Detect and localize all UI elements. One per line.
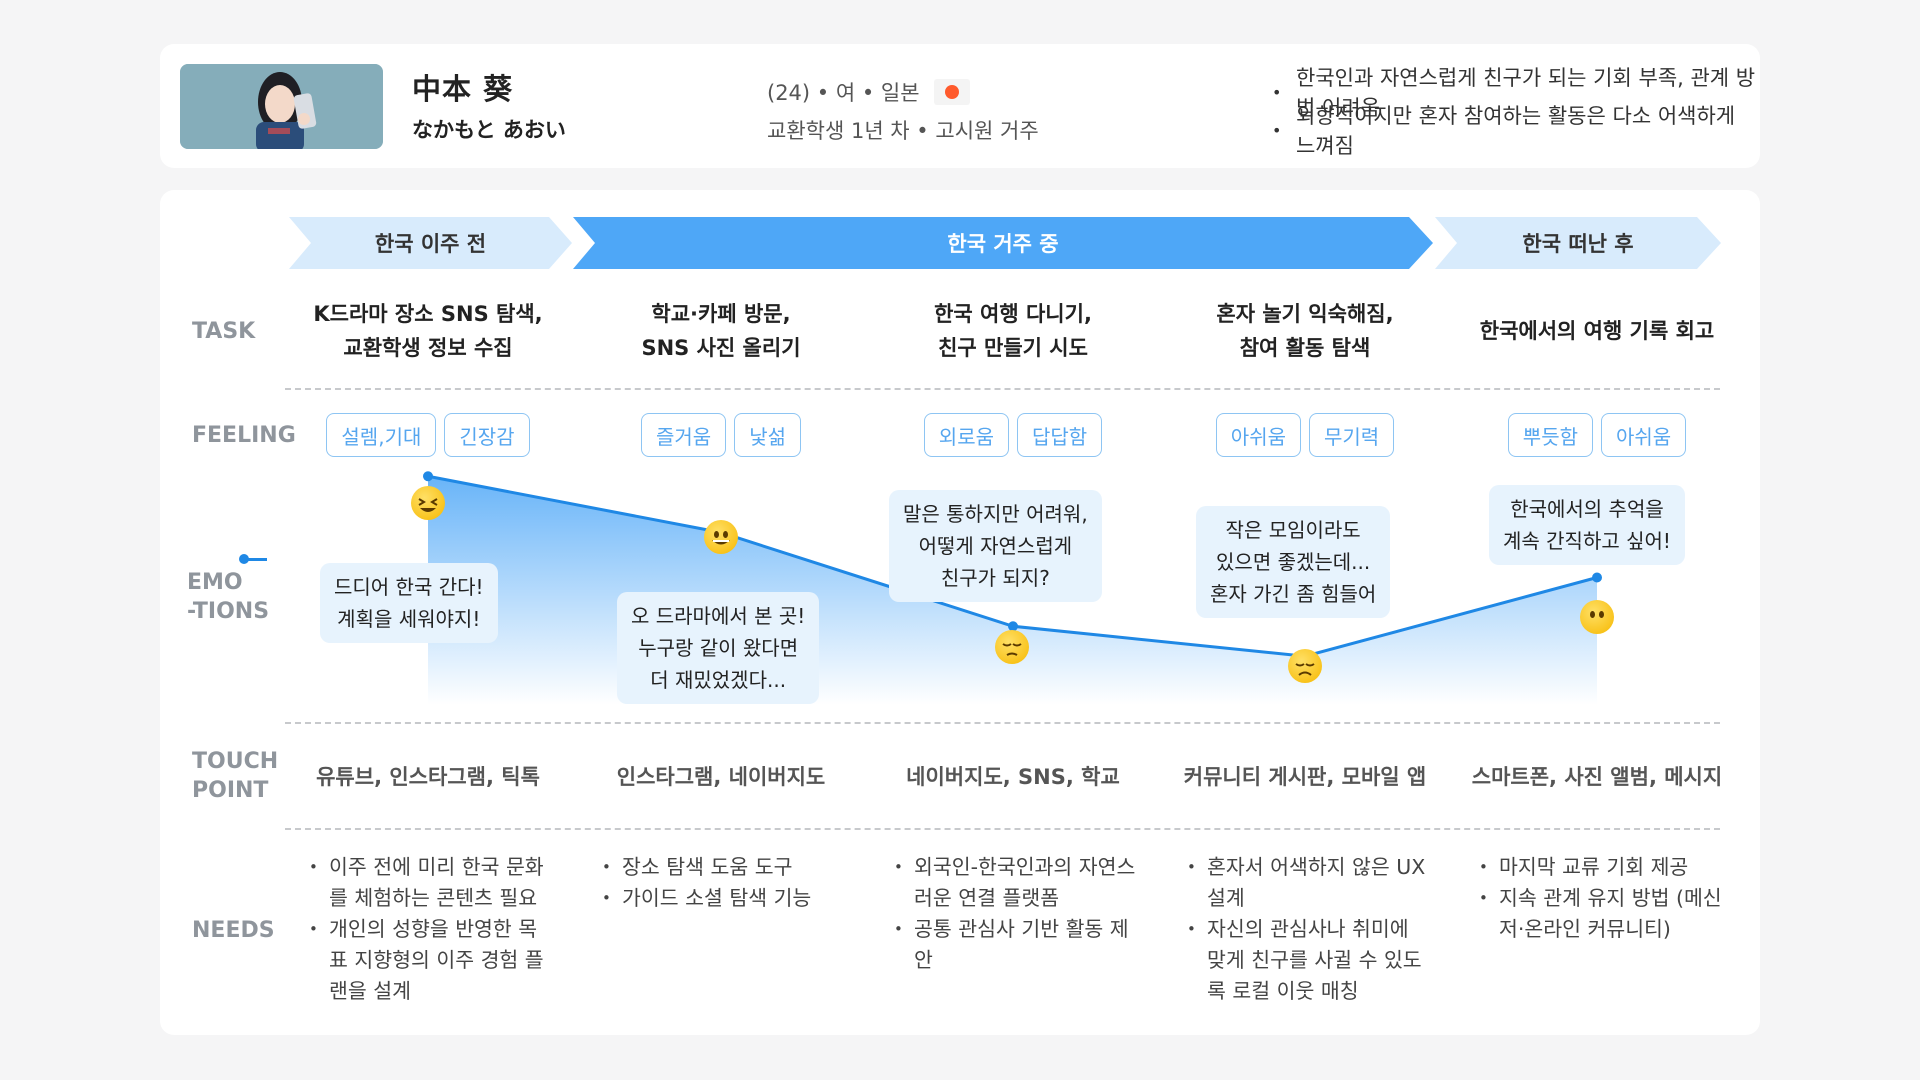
needs-list: 혼자서 어색하지 않은 UX 설계 자신의 관심사나 취미에 맞게 친구를 사귈…	[1185, 852, 1430, 1007]
needs-item: 공통 관심사 기반 활동 제안	[892, 914, 1137, 976]
needs-item: 혼자서 어색하지 않은 UX 설계	[1185, 852, 1430, 914]
needs-list: 장소 탐색 도움 도구 가이드 소셜 탐색 기능	[600, 852, 845, 914]
needs-list: 외국인-한국인과의 자연스러운 연결 플랫폼 공통 관심사 기반 활동 제안	[892, 852, 1137, 976]
needs-item: 이주 전에 미리 한국 문화를 체험하는 콘텐츠 필요	[307, 852, 552, 914]
needs-list: 마지막 교류 기회 제공 지속 관계 유지 방법 (메신저·온라인 커뮤니티)	[1477, 852, 1737, 945]
needs-item: 가이드 소셜 탐색 기능	[600, 883, 845, 914]
touchpoint-cell: 유튜브, 인스타그램, 틱톡	[283, 758, 573, 794]
grinning-emoji-icon	[704, 520, 738, 554]
touchpoint-cell: 네이버지도, SNS, 학교	[868, 758, 1158, 794]
emotion-point	[1592, 573, 1602, 583]
touchpoint-cell: 커뮤니티 게시판, 모바일 앱	[1160, 758, 1450, 794]
needs-item: 외국인-한국인과의 자연스러운 연결 플랫폼	[892, 852, 1137, 914]
touchpoint-cell: 인스타그램, 네이버지도	[576, 758, 866, 794]
row-divider	[285, 722, 1720, 724]
touchpoint-cell: 스마트폰, 사진 앨범, 메시지	[1452, 758, 1742, 794]
disappointed-emoji-icon	[1288, 649, 1322, 683]
needs-item: 자신의 관심사나 취미에 맞게 친구를 사귈 수 있도록 로컬 이웃 매칭	[1185, 914, 1430, 1007]
needs-item: 장소 탐색 도움 도구	[600, 852, 845, 883]
needs-item: 개인의 성향을 반영한 목표 지향형의 이주 경험 플랜을 설계	[307, 914, 552, 1007]
neutral-emoji-icon	[1580, 600, 1614, 634]
emotion-bubble: 드디어 한국 간다!계획을 세워야지!	[320, 563, 498, 643]
needs-item: 지속 관계 유지 방법 (메신저·온라인 커뮤니티)	[1477, 883, 1737, 945]
pensive-emoji-icon	[995, 630, 1029, 664]
needs-item: 마지막 교류 기회 제공	[1477, 852, 1737, 883]
needs-list: 이주 전에 미리 한국 문화를 체험하는 콘텐츠 필요 개인의 성향을 반영한 …	[307, 852, 552, 1007]
emotion-point	[423, 471, 433, 481]
laughing-emoji-icon	[411, 486, 445, 520]
row-divider	[285, 828, 1720, 830]
